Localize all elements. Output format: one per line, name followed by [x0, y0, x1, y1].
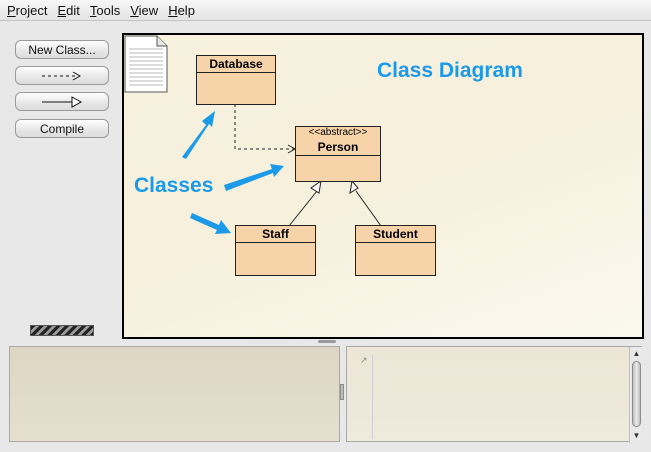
inheritance-arrow-button[interactable] — [15, 92, 109, 111]
codepad-gutter-line — [372, 355, 373, 439]
callout-arrow-staff — [190, 213, 231, 234]
class-name-person: Person — [317, 140, 359, 154]
student-inheritance-line — [355, 190, 382, 227]
menu-project-label: roject — [15, 2, 48, 18]
horizontal-split-grip[interactable] — [318, 340, 336, 343]
class-diagram-canvas[interactable]: Database <<abstract>> Person Staff Stude… — [122, 33, 644, 339]
menu-bar: Project Edit Tools View Help — [0, 0, 651, 21]
dependency-arrow-icon — [42, 71, 82, 80]
class-box-person[interactable]: <<abstract>> Person — [295, 126, 381, 182]
menu-tools-label: ools — [96, 2, 121, 18]
class-stereotype-person: <<abstract>> — [308, 127, 368, 138]
scroll-up-icon[interactable]: ▲ — [632, 349, 641, 358]
callout-arrows — [182, 111, 284, 234]
dependency-arrow-button[interactable] — [15, 66, 109, 85]
student-inheritance-arrowhead — [349, 179, 359, 195]
class-name-database: Database — [197, 56, 275, 73]
new-class-button[interactable]: New Class... — [15, 40, 109, 59]
callout-arrow-database — [182, 111, 215, 159]
menu-view[interactable]: View — [130, 3, 158, 18]
callout-arrow-person — [224, 164, 284, 191]
staff-inheritance-arrowhead — [310, 179, 322, 194]
class-name-staff: Staff — [236, 226, 315, 243]
menu-help-mnemonic: H — [168, 2, 178, 18]
menu-help-label: elp — [177, 2, 195, 18]
staff-inheritance-line — [288, 190, 318, 227]
dependency-line — [234, 104, 294, 150]
class-box-staff[interactable]: Staff — [235, 225, 316, 276]
class-box-database[interactable]: Database — [196, 55, 276, 105]
scroll-thumb[interactable] — [632, 361, 641, 427]
diagram-title-annotation: Class Diagram — [377, 59, 523, 82]
menu-edit[interactable]: Edit — [57, 3, 79, 18]
codepad-pane[interactable]: ↗ ▲ ▼ — [346, 346, 643, 443]
codepad-prompt-icon: ↗ — [360, 355, 368, 365]
menu-view-mnemonic: V — [130, 2, 139, 18]
menu-tools[interactable]: Tools — [90, 3, 120, 18]
inheritance-arrow-icon — [42, 95, 83, 108]
menu-edit-label: dit — [66, 2, 80, 18]
scroll-down-icon[interactable]: ▼ — [632, 431, 641, 440]
diagram-connectors — [182, 104, 382, 234]
menu-tools-mnemonic: T — [89, 2, 97, 18]
menu-project[interactable]: Project — [7, 3, 47, 18]
readme-note-icon[interactable] — [124, 35, 168, 93]
classes-callout-annotation: Classes — [134, 174, 214, 197]
menu-project-mnemonic: P — [7, 2, 16, 18]
object-bench-pane[interactable] — [9, 346, 340, 442]
vertical-split-grip[interactable] — [340, 384, 344, 400]
menu-view-label: iew — [138, 2, 159, 18]
class-name-student: Student — [356, 226, 435, 243]
machine-activity-indicator — [30, 325, 94, 336]
compile-button[interactable]: Compile — [15, 119, 109, 138]
class-box-student[interactable]: Student — [355, 225, 436, 276]
menu-help[interactable]: Help — [168, 3, 195, 18]
class-header-person: <<abstract>> Person — [296, 127, 380, 156]
codepad-scrollbar[interactable]: ▲ ▼ — [629, 347, 643, 443]
menu-edit-mnemonic: E — [57, 2, 67, 18]
